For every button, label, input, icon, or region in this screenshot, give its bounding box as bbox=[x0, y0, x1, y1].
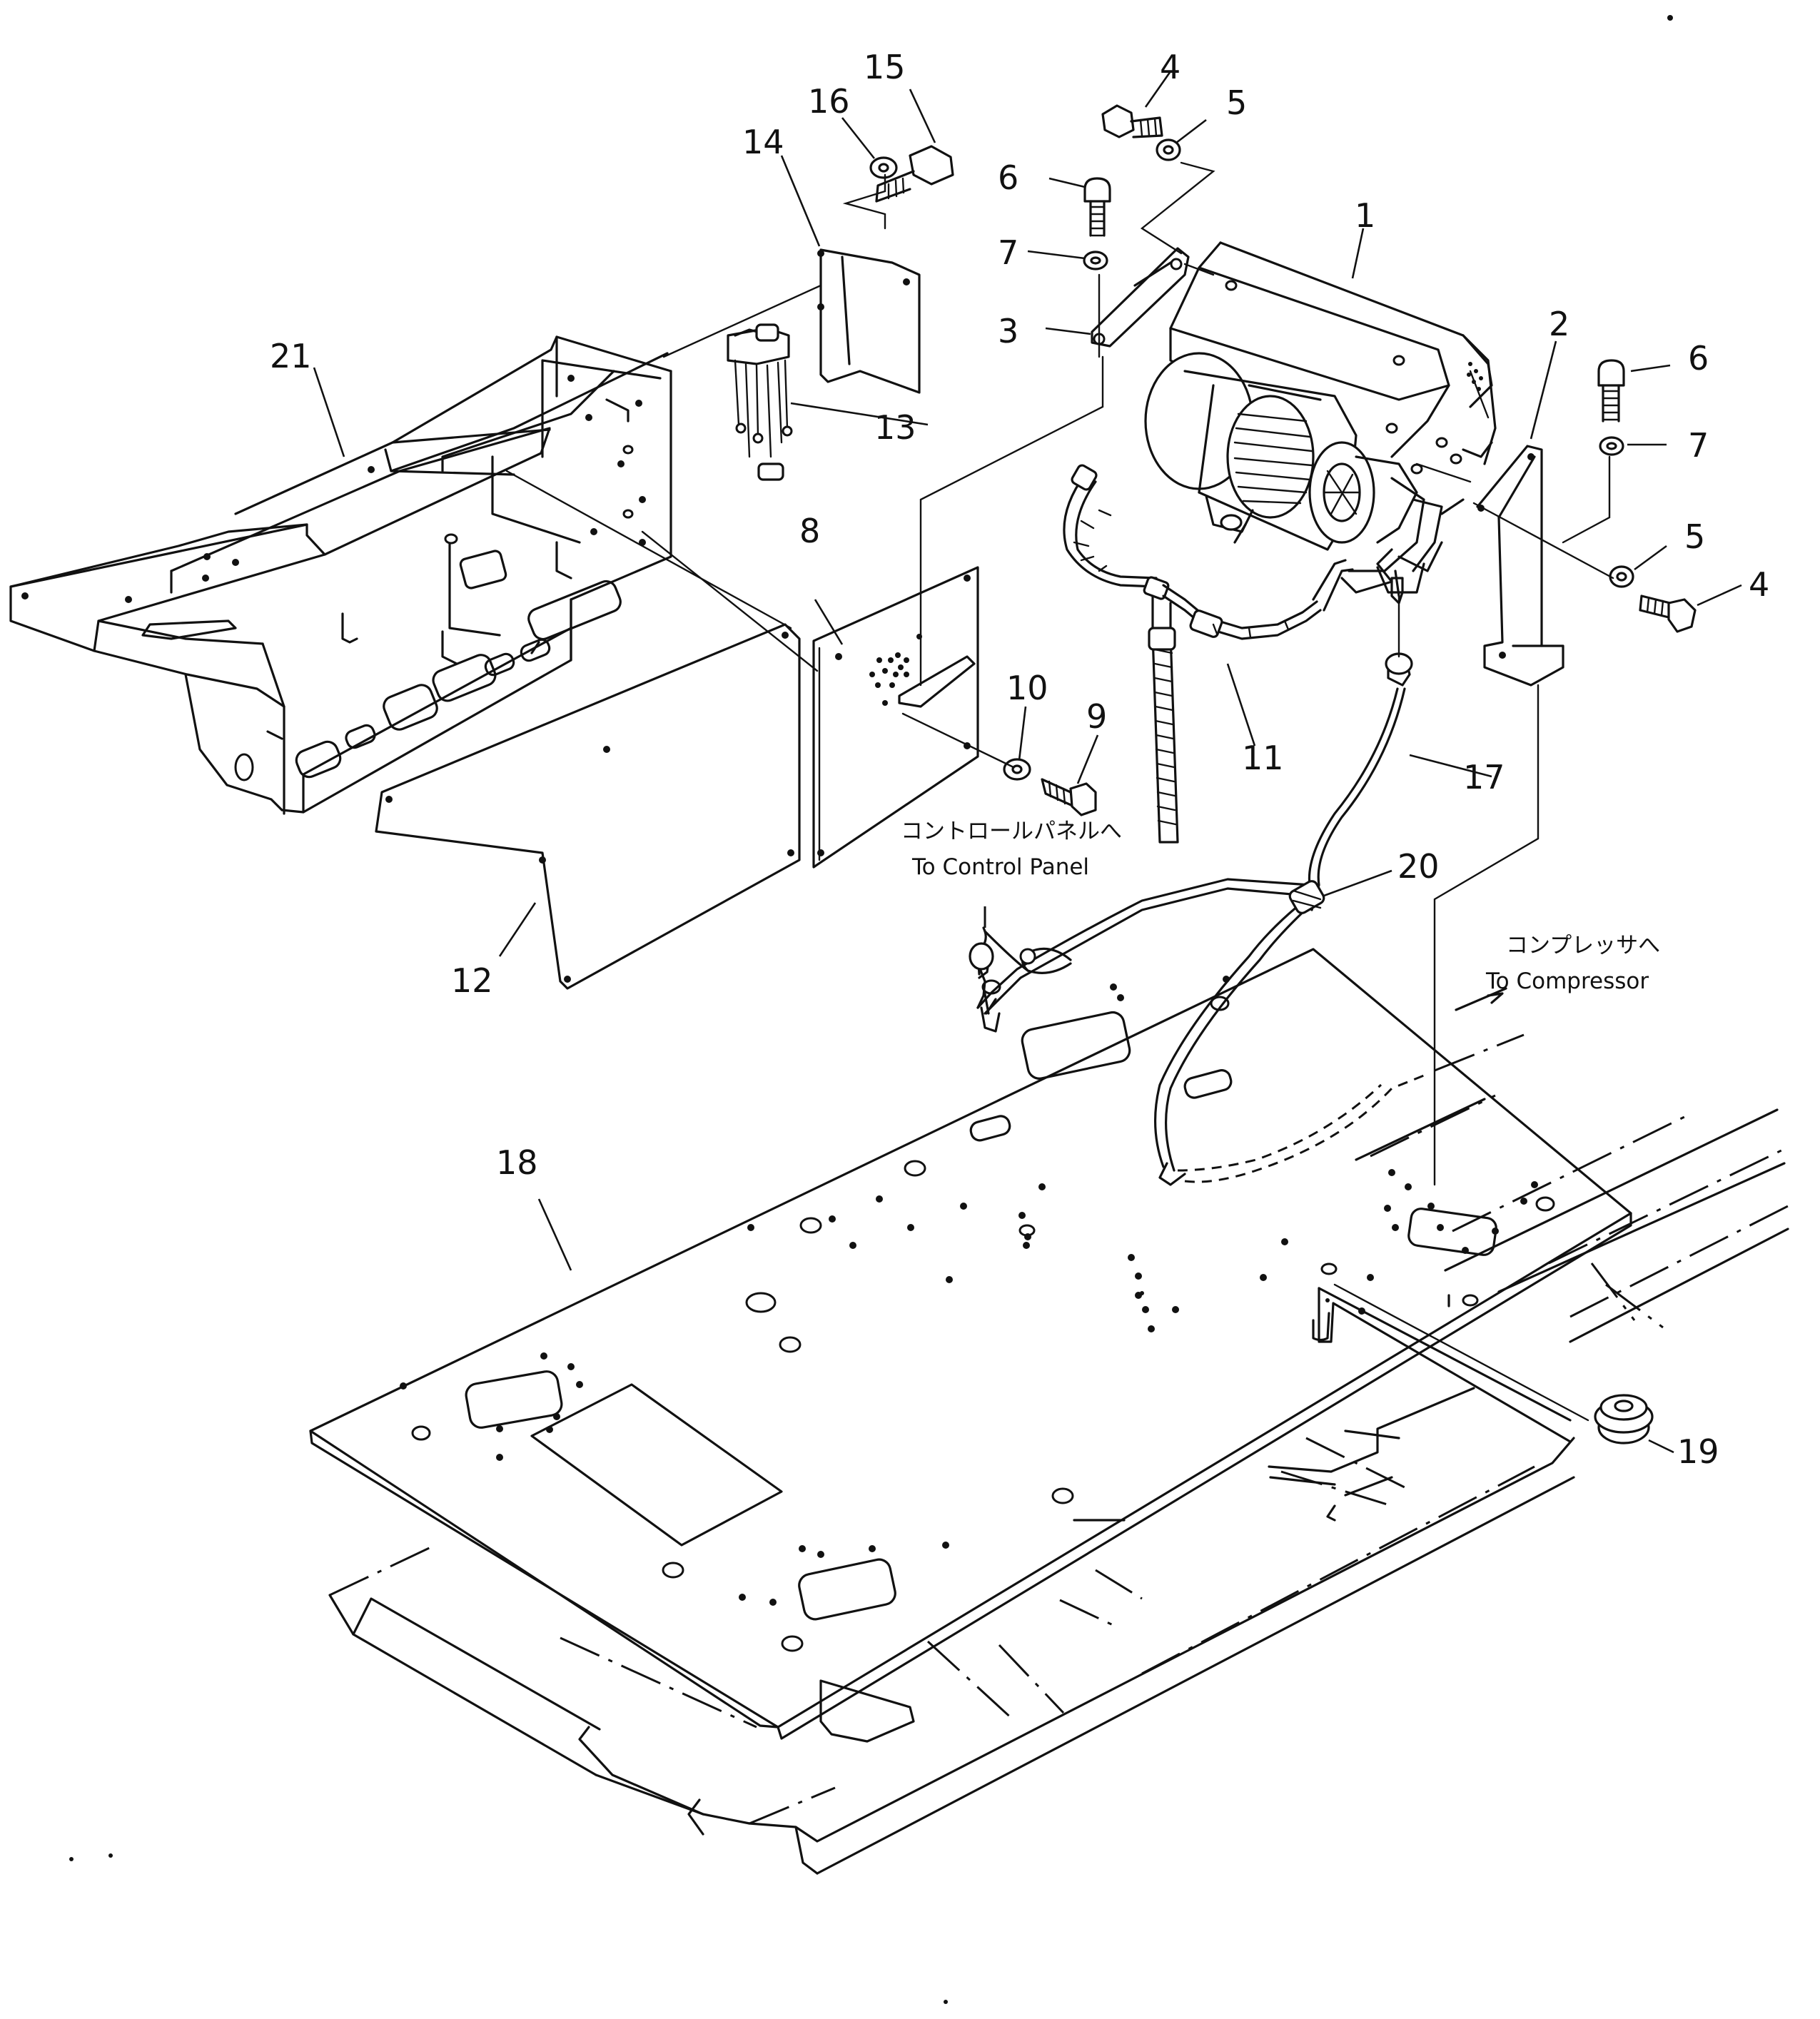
note-control-panel-jp: コントロールパネルへ bbox=[901, 819, 1122, 844]
callout-21: 21 bbox=[270, 337, 312, 375]
callout-20: 20 bbox=[1397, 847, 1440, 886]
relay-13 bbox=[727, 323, 793, 481]
callout-6a: 6 bbox=[998, 158, 1018, 197]
scan-specks bbox=[69, 15, 1673, 2004]
callout-5b: 5 bbox=[1684, 517, 1705, 556]
callout-19: 19 bbox=[1677, 1432, 1719, 1471]
callout-10: 10 bbox=[1006, 669, 1048, 707]
callout-12: 12 bbox=[451, 961, 493, 1000]
routing-notes: コントロールパネルへ To Control Panel コンプレッサへ To C… bbox=[901, 819, 1660, 994]
note-compressor-en: To Compressor bbox=[1485, 968, 1649, 994]
callout-2: 2 bbox=[1549, 305, 1569, 343]
console-frame bbox=[9, 335, 672, 815]
floor-plate bbox=[309, 948, 1632, 1740]
note-compressor-jp: コンプレッサへ bbox=[1506, 933, 1660, 958]
bracket-14 bbox=[817, 248, 921, 394]
callout-6b: 6 bbox=[1688, 339, 1709, 378]
note-control-panel-en: To Control Panel bbox=[911, 854, 1089, 880]
side-panel bbox=[375, 623, 801, 990]
callout-7a: 7 bbox=[998, 233, 1018, 272]
rear-panel bbox=[812, 566, 979, 869]
bracket-2 bbox=[1476, 445, 1564, 687]
callout-13: 13 bbox=[874, 408, 916, 447]
callout-3: 3 bbox=[998, 312, 1018, 350]
callout-15: 15 bbox=[864, 48, 906, 86]
callout-7b: 7 bbox=[1688, 426, 1709, 465]
callout-18: 18 bbox=[496, 1143, 538, 1182]
callout-5a: 5 bbox=[1226, 84, 1247, 122]
fasteners bbox=[869, 104, 1697, 1444]
callout-8: 8 bbox=[799, 512, 820, 550]
callout-14: 14 bbox=[742, 123, 784, 161]
callout-1: 1 bbox=[1355, 196, 1375, 235]
heater-hoses bbox=[1063, 464, 1354, 844]
callout-labels: 1 2 3 4 4 5 5 6 6 7 7 8 9 10 11 12 13 14… bbox=[270, 48, 1769, 1471]
callout-4a: 4 bbox=[1160, 48, 1181, 86]
leader-lines bbox=[313, 71, 1742, 1454]
callout-9: 9 bbox=[1086, 697, 1107, 736]
callout-17: 17 bbox=[1463, 758, 1505, 796]
callout-11: 11 bbox=[1242, 739, 1284, 777]
callout-4b: 4 bbox=[1749, 565, 1769, 604]
assembly-lines bbox=[505, 161, 1614, 1422]
base-frame bbox=[328, 1094, 1789, 1875]
heater-unit bbox=[1144, 241, 1497, 597]
wiring-harness bbox=[969, 577, 1525, 1186]
callout-16: 16 bbox=[808, 82, 850, 121]
